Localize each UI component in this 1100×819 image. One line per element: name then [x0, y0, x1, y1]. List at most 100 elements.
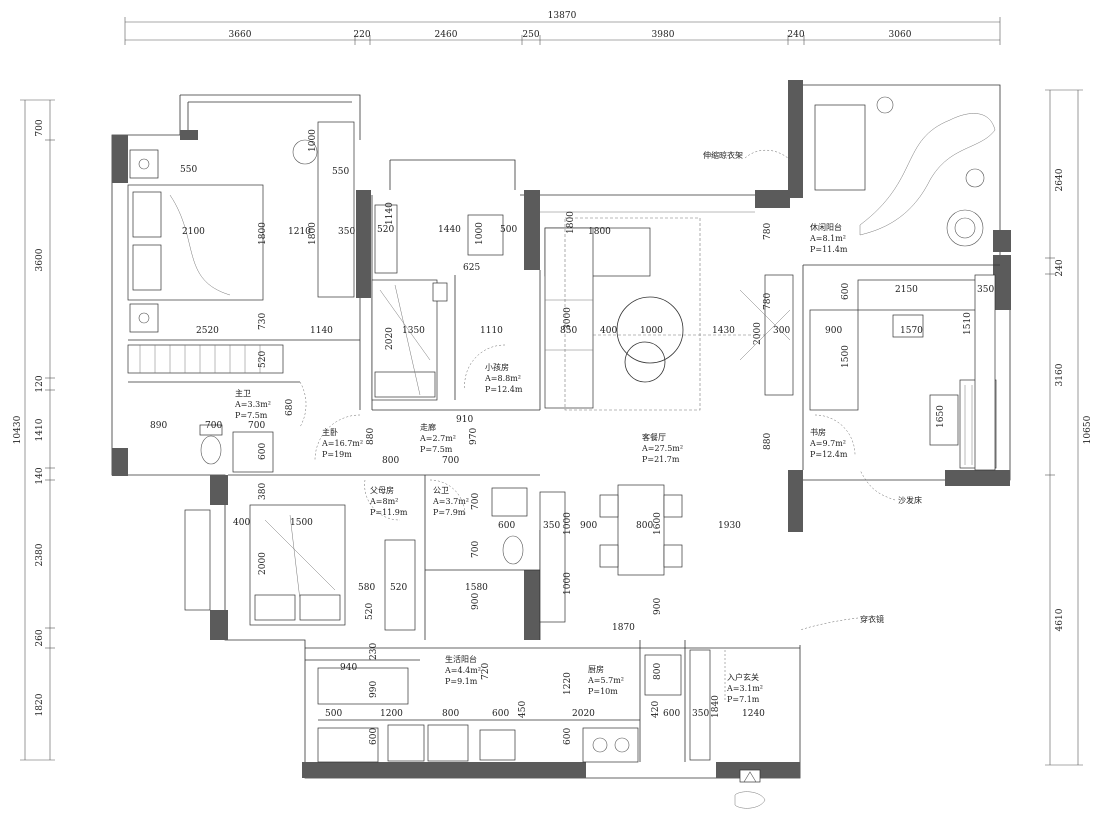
dim: 800 [442, 709, 459, 719]
dim: 1870 [612, 623, 635, 633]
dim: 910 [456, 415, 473, 425]
dim: 880 [366, 428, 376, 445]
dim-left-seg: 1820 [35, 693, 45, 716]
svg-text:P=11.4m: P=11.4m [810, 245, 848, 254]
dim: 2000 [753, 322, 763, 345]
dim: 520 [365, 603, 375, 620]
dim: 1500 [841, 345, 851, 368]
dim-right-total: 10650 [1083, 415, 1093, 444]
dim: 730 [258, 313, 268, 330]
svg-text:A=5.7m²: A=5.7m² [587, 676, 624, 685]
dim: 1840 [711, 695, 721, 718]
dim: 800 [653, 663, 663, 680]
room-label-leisure-balcony: 休闲阳台 A=8.1m² P=11.4m [809, 222, 848, 254]
dim: 1510 [963, 312, 973, 335]
dim: 700 [442, 456, 459, 466]
left-dimension-chain: 700 3600 120 1410 140 2380 260 1820 1043… [13, 99, 55, 761]
dim: 720 [481, 663, 491, 680]
svg-text:P=19m: P=19m [322, 450, 352, 459]
svg-text:P=10m: P=10m [588, 687, 618, 696]
structural-walls [112, 80, 1011, 778]
dim: 1800 [308, 222, 318, 245]
dim: 230 [369, 643, 379, 660]
dim-left-total: 10430 [13, 415, 23, 444]
dim: 600 [492, 709, 509, 719]
dim: 1220 [563, 672, 573, 695]
dim-top-seg: 220 [353, 30, 370, 40]
door-swings [299, 344, 856, 700]
dim: 1000 [563, 512, 573, 535]
dim: 2520 [196, 326, 219, 336]
room-labels: 主卫 A=3.3m² P=7.5m 主卧 A=16.7m² P=19m 走廊 A… [234, 222, 848, 704]
dim: 2020 [572, 709, 595, 719]
dim: 970 [469, 428, 479, 445]
svg-text:厨房: 厨房 [588, 664, 604, 674]
dim: 850 [560, 326, 577, 336]
dim: 500 [325, 709, 342, 719]
dim: 2150 [895, 285, 918, 295]
dim-left-seg: 120 [35, 375, 45, 392]
svg-text:P=12.4m: P=12.4m [810, 450, 848, 459]
room-label-corridor: 走廊 A=2.7m² P=7.5m [419, 422, 456, 454]
dim: 1140 [310, 326, 333, 336]
dim: 880 [763, 433, 773, 450]
dim: 800 [636, 521, 653, 531]
dim-right-seg: 3160 [1055, 363, 1065, 386]
svg-text:P=12.4m: P=12.4m [485, 385, 523, 394]
dim: 380 [258, 483, 268, 500]
dim: 1000 [640, 326, 663, 336]
svg-text:生活阳台: 生活阳台 [445, 654, 477, 664]
callout-clothes-rack: 伸缩晾衣架 [703, 150, 743, 160]
svg-text:P=21.7m: P=21.7m [642, 455, 680, 464]
dim: 580 [358, 583, 375, 593]
dim: 700 [471, 541, 481, 558]
dim: 520 [390, 583, 407, 593]
right-dimension-chain: 2640 240 3160 4610 10650 [1045, 89, 1093, 766]
dim: 1210 [288, 227, 311, 237]
interior-dimensions: 550 1000 550 2100 1210 1800 1800 350 114… [150, 129, 994, 745]
furniture [127, 96, 997, 809]
dim: 900 [471, 593, 481, 610]
svg-text:小孩房: 小孩房 [485, 362, 509, 372]
dim: 600 [841, 283, 851, 300]
dim: 1140 [385, 202, 395, 225]
dim: 1800 [258, 222, 268, 245]
room-label-kids-room: 小孩房 A=8.8m² P=12.4m [484, 362, 523, 394]
dim: 700 [205, 421, 222, 431]
svg-text:公卫: 公卫 [433, 486, 449, 495]
dim: 420 [651, 701, 661, 718]
svg-text:A=8m²: A=8m² [369, 497, 398, 506]
dim: 350 [692, 709, 709, 719]
dim: 600 [498, 521, 515, 531]
dim: 1240 [742, 709, 765, 719]
dim: 1000 [563, 572, 573, 595]
dim: 1570 [900, 326, 923, 336]
dim-top-seg: 250 [522, 30, 539, 40]
dim: 3000 [563, 307, 573, 330]
dim-left-seg: 3600 [35, 248, 45, 271]
dim: 900 [825, 326, 842, 336]
svg-text:P=7.5m: P=7.5m [235, 411, 268, 420]
dim: 1800 [566, 211, 576, 234]
dim-left-seg: 1410 [35, 418, 45, 441]
svg-text:A=3.7m²: A=3.7m² [432, 497, 469, 506]
dim-left-seg: 140 [35, 467, 45, 484]
dim: 780 [763, 223, 773, 240]
dim: 625 [463, 263, 480, 273]
dim: 600 [258, 443, 268, 460]
dim-top-seg: 240 [787, 30, 804, 40]
dim: 890 [150, 421, 167, 431]
top-dimension-chain: 13870 3660 220 2460 250 3980 240 3060 [124, 11, 1001, 45]
dim: 350 [338, 227, 355, 237]
dim: 1500 [290, 518, 313, 528]
dim: 940 [340, 663, 357, 673]
callout-sofa-bed: 沙发床 [898, 495, 922, 505]
dim: 400 [600, 326, 617, 336]
dim-top-total: 13870 [548, 11, 577, 21]
dim-top-seg: 2460 [435, 30, 458, 40]
room-label-public-bath: 公卫 A=3.7m² P=7.9m [432, 486, 469, 517]
room-label-kitchen: 厨房 A=5.7m² P=10m [587, 664, 624, 696]
svg-text:A=27.5m²: A=27.5m² [641, 444, 683, 453]
dim: 700 [471, 493, 481, 510]
